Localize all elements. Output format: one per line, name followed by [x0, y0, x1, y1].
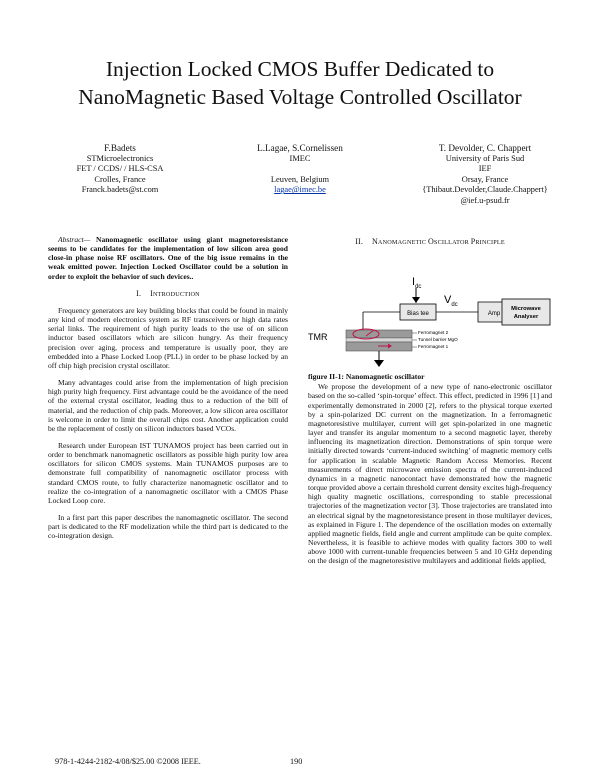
- author-email-link[interactable]: lagae@imec.be: [274, 185, 326, 195]
- precession-orbit: [352, 328, 380, 340]
- right-column: II. NANOMAGNETIC OSCILLATOR PRINCIPLE Id…: [308, 237, 552, 573]
- nanomagnetic-oscillator-figure: Idc Vdc Bias tee Amp Microwave Analyser …: [308, 276, 551, 368]
- author-name: T. Devolder, C. Chappert: [438, 143, 532, 153]
- author-location: Crolles, France: [94, 174, 146, 184]
- intro-paragraph-4: In a first part this paper describes the…: [48, 513, 288, 541]
- title-line-2: NanoMagnetic Based Voltage Controlled Os…: [78, 85, 522, 109]
- analyser-label-line-1: Microwave: [511, 306, 541, 312]
- magnetization-vector: [365, 329, 375, 337]
- author-affiliation: University of Paris Sud: [445, 154, 525, 163]
- abstract-label: Abstract—: [58, 235, 91, 244]
- tunnel-barrier-layer: [345, 337, 413, 343]
- intro-paragraph-1: Frequency generators are key building bl…: [48, 305, 288, 370]
- vdc-label: Vdc: [444, 294, 458, 308]
- magnetization-arrow-icon: [388, 343, 392, 349]
- intro-paragraph-2: Many advantages could arise from the imp…: [48, 378, 288, 433]
- figure-caption: figure II-1: Nanomagnetic oscillator: [308, 372, 425, 382]
- analyser-box: [501, 298, 551, 326]
- title-line-1: Injection Locked CMOS Buffer Dedicated t…: [105, 57, 495, 81]
- page-number: 190: [290, 757, 303, 766]
- author-location: Orsay, France: [461, 174, 509, 184]
- author-email: Franck.badets@st.com: [81, 185, 159, 195]
- current-arrow-icon: [412, 297, 420, 304]
- left-column: Abstract— Nanomagnetic oscillator using …: [48, 235, 288, 549]
- author-block-2: L.Lagae, S.Cornelissen IMEC Leuven, Belg…: [225, 143, 375, 196]
- section-heading-principle: II. NANOMAGNETIC OSCILLATOR PRINCIPLE: [355, 237, 505, 246]
- author-affiliation: FET / CCDS/ / HLS-CSA: [76, 164, 164, 174]
- paper-title: Injection Locked CMOS Buffer Dedicated t…: [0, 55, 600, 111]
- tunnel-barrier-label: Tunnel barrier MgO: [418, 337, 458, 342]
- author-affiliation: STMicroelectronics: [86, 154, 154, 163]
- ground-icon: [374, 360, 384, 368]
- footer-isbn: 978-1-4244-2182-4/08/$25.00 ©2008 IEEE.: [55, 757, 201, 766]
- principle-paragraph: We propose the development of a new type…: [308, 382, 552, 566]
- author-email: {Thibaut.Devolder,Claude.Chappert}: [422, 185, 548, 195]
- author-affiliation: IEF: [478, 164, 492, 174]
- author-email: @ief.u-psud.fr: [460, 195, 510, 205]
- bias-tee-label: Bias tee: [407, 311, 429, 317]
- author-block-3: T. Devolder, C. Chappert University of P…: [405, 143, 565, 206]
- author-affiliation: IMEC: [289, 154, 311, 163]
- abstract: Abstract— Nanomagnetic oscillator using …: [48, 235, 288, 281]
- author-block-1: F.Badets STMicroelectronics FET / CCDS/ …: [40, 143, 200, 196]
- author-affiliation-empty: [225, 164, 375, 174]
- intro-paragraph-3: Research under European IST TUNAMOS proj…: [48, 440, 288, 505]
- ferromagnet-2-label: Ferromagnet 2: [418, 330, 449, 335]
- tmr-label: TMR: [308, 332, 328, 342]
- ferromagnet-1-label: Ferromagnet 1: [418, 344, 449, 349]
- idc-label: Idc: [412, 276, 421, 290]
- amp-label: Amp: [488, 311, 501, 317]
- author-name: L.Lagae, S.Cornelissen: [257, 143, 343, 153]
- author-location: Leuven, Belgium: [270, 174, 330, 184]
- section-heading-introduction: I. INTRODUCTION: [136, 288, 200, 298]
- analyser-label-line-2: Analyser: [514, 314, 539, 320]
- abstract-text: Nanomagnetic oscillator using giant magn…: [48, 235, 288, 281]
- author-name: F.Badets: [104, 143, 136, 153]
